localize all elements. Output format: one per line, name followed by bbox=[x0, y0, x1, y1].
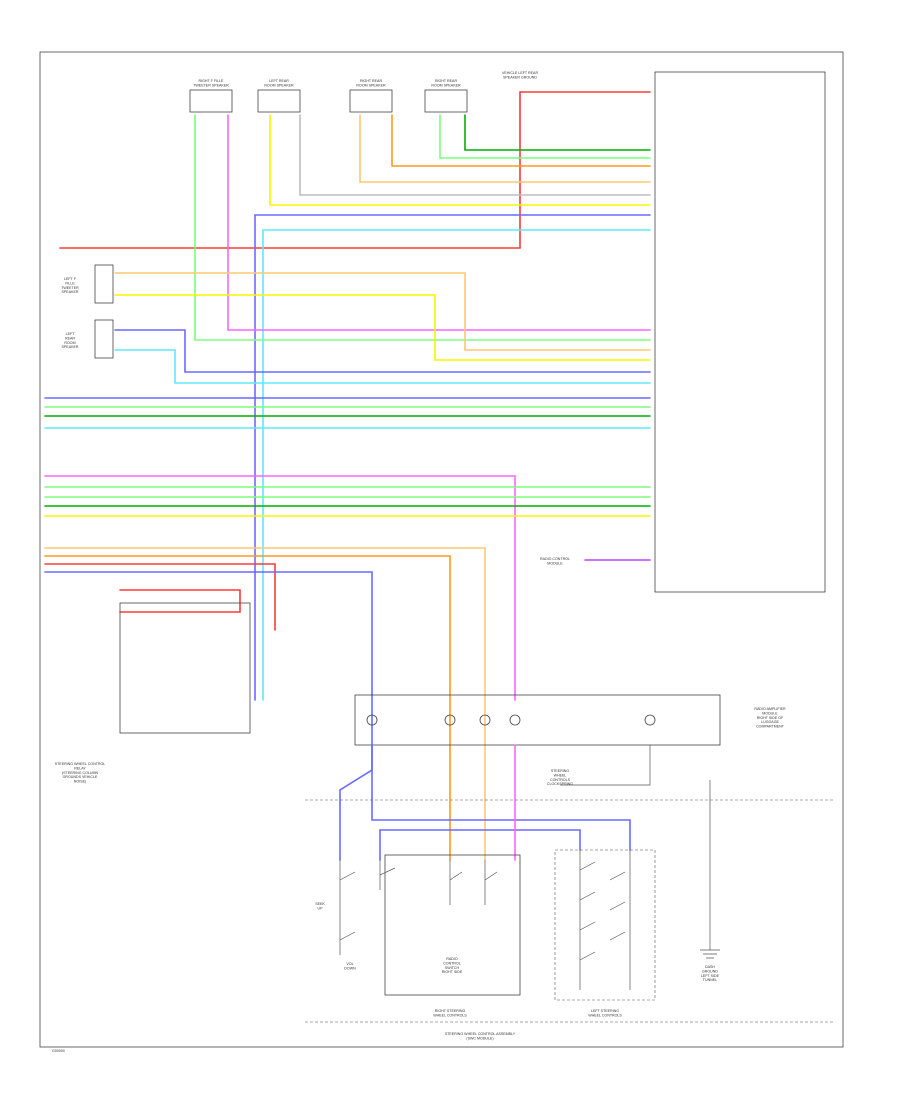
pin-1 bbox=[366, 714, 378, 726]
switches bbox=[339, 850, 631, 990]
diagram-border bbox=[39, 51, 844, 1048]
switch-3 bbox=[449, 860, 463, 905]
steering-wires bbox=[44, 547, 631, 861]
wire-bottom-gray bbox=[560, 745, 651, 786]
speaker-left-rear bbox=[257, 89, 301, 113]
connector-pins bbox=[366, 714, 656, 726]
speaker-right-rear-b bbox=[424, 89, 468, 113]
wire-lblue-1 bbox=[262, 229, 651, 701]
wire-lblue-2 bbox=[114, 349, 651, 384]
pin-4 bbox=[509, 714, 521, 726]
speaker-left-rear-room bbox=[94, 319, 114, 359]
subwoofer-wires bbox=[44, 397, 651, 429]
switch-right-stack bbox=[609, 850, 631, 990]
wire-orange-1 bbox=[391, 114, 651, 167]
pin-2 bbox=[444, 714, 456, 726]
speaker-right-rear-a bbox=[349, 89, 393, 113]
wire-yellow-1 bbox=[269, 114, 651, 206]
switch-left-stack bbox=[579, 850, 596, 990]
wire-sw-red-loop bbox=[119, 589, 241, 613]
pin-3 bbox=[479, 714, 491, 726]
wire-rear-pink bbox=[44, 475, 516, 701]
wire-bottom-blue bbox=[339, 744, 373, 861]
speaker-wires bbox=[59, 91, 651, 701]
wire-yellow-2 bbox=[114, 294, 651, 361]
wire-green-1 bbox=[464, 114, 651, 151]
amplifier-connector bbox=[354, 694, 721, 746]
speaker-left-front-tweeter bbox=[94, 264, 114, 304]
left-controls-box bbox=[554, 849, 656, 1001]
wire-red-2 bbox=[59, 91, 521, 249]
switch-1 bbox=[339, 860, 356, 955]
amplifier-module-outline bbox=[654, 71, 826, 593]
switch-4 bbox=[484, 860, 498, 905]
wire-lorange-2 bbox=[114, 272, 651, 351]
wire-sw-orange bbox=[44, 555, 451, 861]
assembly-label: STEERING WHEEL CONTROL ASSEMBLY(SWC MODU… bbox=[445, 1032, 516, 1040]
wire-lorange-1 bbox=[359, 114, 651, 183]
right-controls-box bbox=[384, 854, 521, 996]
radio-module bbox=[119, 602, 251, 734]
ground-symbol bbox=[700, 949, 720, 959]
wire-bottom-blue-2 bbox=[379, 829, 581, 861]
wire-sw-red bbox=[44, 563, 276, 631]
wire-lgreen-1 bbox=[439, 114, 651, 159]
wire-gray-1 bbox=[299, 114, 651, 196]
rear-harness-wires bbox=[44, 475, 651, 701]
wire-lgreen-2 bbox=[194, 114, 651, 341]
wire-blue-2 bbox=[114, 329, 651, 373]
speaker-right-front-tweeter bbox=[189, 89, 233, 113]
wire-sw-blue bbox=[44, 571, 631, 851]
wire-sw-lorange bbox=[44, 547, 486, 861]
wire-blue-1 bbox=[254, 214, 651, 701]
pin-5 bbox=[644, 714, 656, 726]
switch-2 bbox=[379, 860, 396, 890]
wire-pink-1 bbox=[227, 114, 651, 331]
figure-label: G00000 bbox=[52, 1049, 65, 1053]
